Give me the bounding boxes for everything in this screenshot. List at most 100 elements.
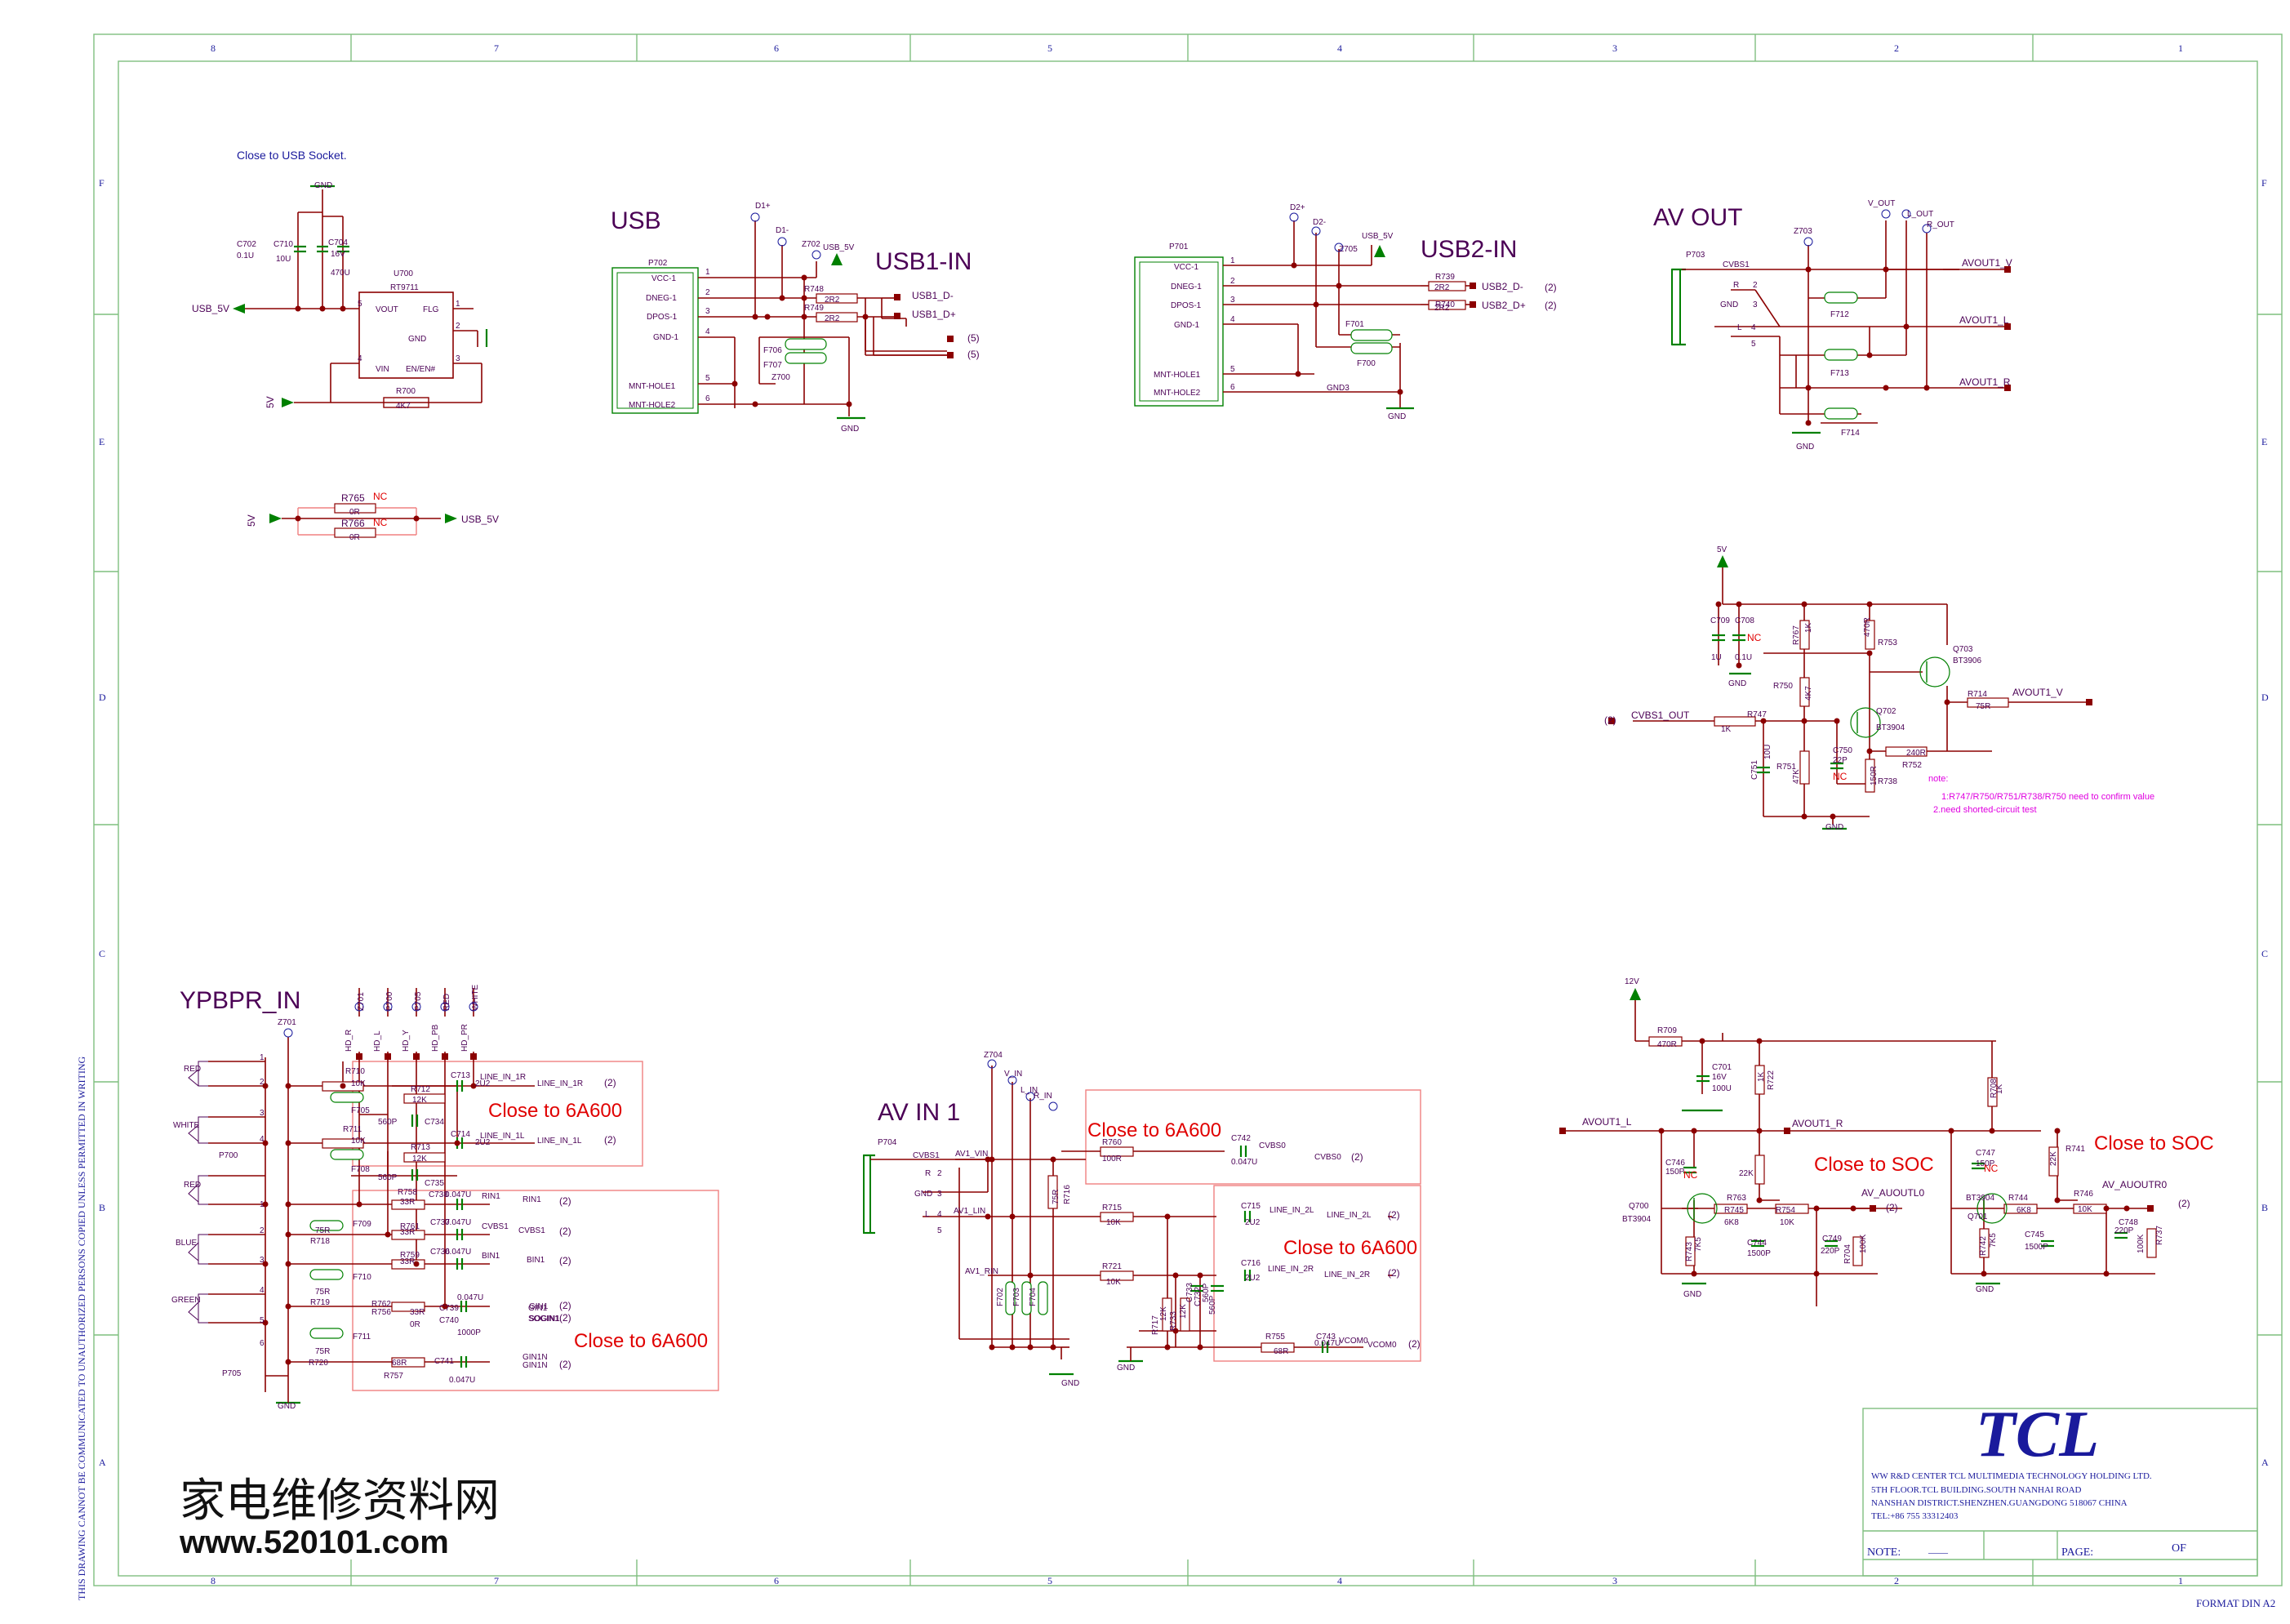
ypbprTexts-text-20: 12K xyxy=(412,1155,427,1163)
ypbprTexts-text-64: GND xyxy=(278,1402,296,1411)
avinTexts-text-45: GND xyxy=(1061,1379,1079,1388)
ypbprTexts-text-12: HD_PR xyxy=(460,1024,469,1052)
rowL-text-0: F xyxy=(99,177,104,189)
usb1Texts-text-11: GND xyxy=(841,425,859,434)
bufTexts-text-9: 470R xyxy=(1863,617,1872,637)
callout-soc-2: Close to SOC xyxy=(2094,1132,2214,1155)
avoutTexts-text-6: 4 xyxy=(1751,323,1756,332)
usb1Texts-text-2: DPOS-1 xyxy=(647,313,678,322)
ampTexts-text-7: R722 xyxy=(1767,1070,1776,1090)
ypbprTexts-text-4: (2) xyxy=(559,1255,571,1266)
avinTexts-text-35: R733 xyxy=(1169,1311,1178,1331)
bufTexts-text-24: C750 xyxy=(1833,746,1852,755)
note-label: NOTE: xyxy=(1867,1546,1901,1559)
colBot-text-1: 7 xyxy=(494,1575,499,1586)
avoutTexts-text-0: AVOUT1_V xyxy=(1962,257,2012,269)
usb1Texts-text-4: R748 xyxy=(804,285,824,294)
ampTexts-text-3: C701 xyxy=(1712,1063,1732,1072)
ampTexts-text-5: 100U xyxy=(1712,1084,1732,1093)
jumperTexts-power-r765: R765 xyxy=(341,492,365,504)
video-buffer-block xyxy=(1608,555,2092,830)
ampTexts-text-11: 150P xyxy=(1665,1168,1685,1177)
ypbprTexts-text-5: (2) xyxy=(559,1300,571,1311)
usb2Texts-text-2: USB_5V xyxy=(1362,232,1394,241)
usb2Texts-text-10: GND3 xyxy=(1327,384,1350,393)
powerTexts-text-9: R700 xyxy=(396,387,416,396)
avinTexts-text-7: VCOM0 xyxy=(1367,1341,1397,1350)
bufTexts-text-5: GND xyxy=(1728,679,1746,688)
ypbprTexts-text-5: RED xyxy=(184,1181,201,1190)
usb2Texts-text-4: R739 xyxy=(1435,273,1455,282)
ampTexts-text-1: AVOUT1_R xyxy=(1792,1118,1843,1129)
usb2Texts-text-5: 2R2 xyxy=(1434,283,1450,292)
powerTexts-text-21: 3 xyxy=(456,354,460,363)
usb1Texts-text-8: F706 xyxy=(763,346,782,355)
ampTexts-text-21: 7K5 xyxy=(1694,1237,1703,1252)
bufTexts-text-4: 0.1U xyxy=(1735,653,1752,662)
ypbprTexts-text-59: R720 xyxy=(309,1359,328,1368)
ypbprTexts-text-24: 2U2 xyxy=(475,1138,491,1147)
bufTexts-text-19: 75R xyxy=(1976,702,1990,711)
avinTexts-text-13: AV1_VIN xyxy=(955,1150,988,1159)
ypbprTexts-text-1: 2 xyxy=(260,1078,265,1087)
ypbprTexts-text-3: RED xyxy=(442,994,451,1011)
colTop-text-7: 1 xyxy=(2178,42,2183,54)
ypbprTexts-text-19: R713 xyxy=(411,1143,430,1152)
usb2Texts-text-8: F701 xyxy=(1345,320,1364,329)
usb2Texts-text-0: 1 xyxy=(1230,256,1235,265)
avinTexts-text-20: 75R xyxy=(1052,1190,1061,1204)
avinTexts-text-44: 0.047U xyxy=(1314,1339,1341,1348)
avinTexts-text-42: 68R xyxy=(1274,1347,1288,1356)
avoutTexts-text-4: 2 xyxy=(1753,281,1758,290)
powerTexts-text-8: RT9711 xyxy=(390,283,419,292)
usb1Texts-text-0: USB1_D- xyxy=(912,290,954,301)
avinTexts-text-22: R715 xyxy=(1102,1204,1122,1212)
ypbprTexts-text-55: C740 xyxy=(439,1316,459,1325)
ypbprTexts-text-0: Z701 xyxy=(278,1018,296,1027)
ypbprTexts-text-2: (2) xyxy=(559,1195,571,1207)
usb1Texts-text-1: D1- xyxy=(776,226,789,235)
ampTexts-text-43: 220P xyxy=(2114,1226,2134,1235)
usb2Texts-text-1: DNEG-1 xyxy=(1171,283,1202,291)
jumperTexts-power-v5: 5V xyxy=(246,514,257,527)
ampTexts-text-0: (2) xyxy=(1886,1202,1898,1213)
ypbprTexts-text-22: C714 xyxy=(451,1130,470,1139)
ypbprTexts-text-3: 4 xyxy=(260,1135,265,1144)
ypbprTexts-text-18: 12K xyxy=(412,1096,427,1105)
bufTexts-annotations-nc: NC xyxy=(1833,771,1848,782)
ypbprTexts-text-54: C739 xyxy=(439,1304,459,1313)
avinTexts-text-2: LINE_IN_2R xyxy=(1268,1265,1314,1274)
ypbprTexts-text-11: CVBS1 xyxy=(518,1226,545,1235)
ypbprTexts-text-2: P705 xyxy=(414,991,423,1011)
avinTexts-text-43: C743 xyxy=(1316,1333,1336,1341)
avin1-title: AV IN 1 xyxy=(878,1099,960,1126)
avoutTexts-text-2: GND xyxy=(1720,300,1738,309)
powerTexts-text-1: 0.1U xyxy=(237,251,254,260)
ampTexts-text-20: R743 xyxy=(1685,1242,1694,1261)
ypbprTexts-text-62: C741 xyxy=(434,1357,454,1366)
rowL-text-2: D xyxy=(99,692,106,703)
ypbprTexts-text-4: WHITE xyxy=(173,1121,200,1130)
powerTexts-text-10: 4K7 xyxy=(396,402,411,411)
watermark-chinese: 家电维修资料网 xyxy=(180,1475,500,1526)
rowR-text-3: C xyxy=(2261,948,2268,959)
note-value: —— xyxy=(1928,1546,1949,1558)
avoutTexts-text-10: L_OUT xyxy=(1907,210,1933,219)
avinTexts-text-6: LINE_IN_2R xyxy=(1324,1270,1370,1279)
ypbprTexts-text-47: F709 xyxy=(353,1220,371,1229)
bufTexts-text-28: 150R xyxy=(1870,766,1879,785)
usb1-connector xyxy=(611,212,954,420)
ypbprTexts-text-50: R762 xyxy=(371,1300,391,1309)
powerTexts-text-18: 1 xyxy=(456,300,460,309)
ypbprTexts-text-17: R712 xyxy=(411,1085,430,1094)
avout-connector xyxy=(1671,209,2011,434)
bufTexts-buffer-in_net: CVBS1_OUT xyxy=(1631,710,1690,721)
avinTexts-text-34: 12K xyxy=(1159,1306,1168,1321)
jumperTexts-annotations-nc: NC xyxy=(373,491,388,502)
avinTexts-text-29: 2U2 xyxy=(1245,1274,1261,1283)
ypbprTexts-text-4: 1 xyxy=(260,1200,265,1209)
avoutTexts-text-7: 5 xyxy=(1751,340,1756,349)
ampTexts-text-38: R742 xyxy=(1979,1236,1988,1256)
